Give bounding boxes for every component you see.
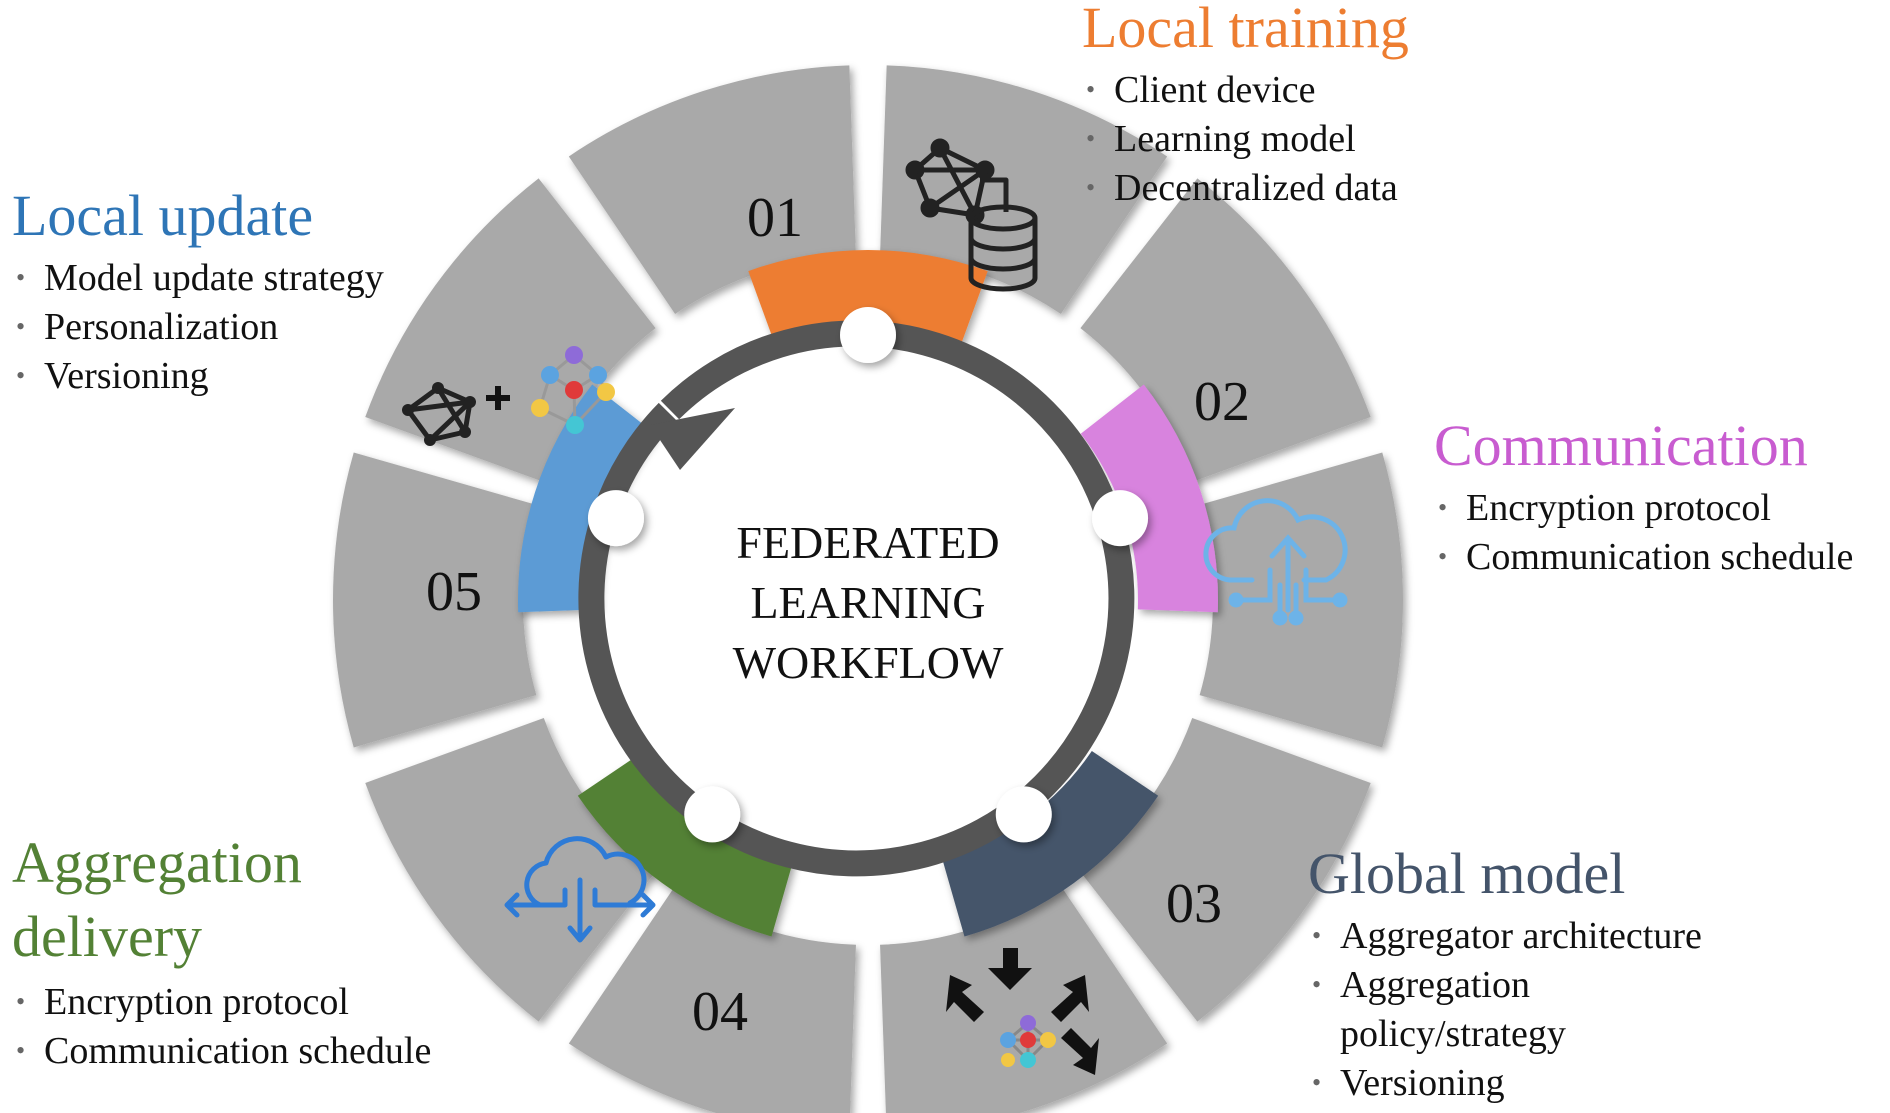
center-title-line-1: FEDERATED [736, 517, 999, 568]
bullet-item: Communication schedule [12, 1026, 431, 1076]
step-2-accent [1080, 384, 1218, 613]
network-plus-network-icon [402, 346, 615, 446]
step-number-02: 02 [1194, 371, 1250, 433]
step-5-accent [517, 384, 656, 613]
bullet-item: Learning model [1082, 114, 1409, 164]
bullet-item: Personalization [12, 302, 384, 352]
bullet-item: Client device [1082, 65, 1409, 115]
bullet-item: Versioning [1308, 1058, 1748, 1108]
step-01-label: Local training Client device Learning mo… [1082, 0, 1409, 213]
cycle-ring [578, 320, 1135, 877]
step-number-05: 05 [426, 561, 482, 623]
aggregate-arrows-network-icon [946, 948, 1099, 1075]
bullet-item: Aggregation policy/strategy [1308, 960, 1610, 1059]
step-02-label: Communication Encryption protocol Commun… [1434, 412, 1853, 582]
step-03-label: Global model Aggregator architecture Agg… [1308, 840, 1748, 1108]
bullet-item: Decentralized data [1082, 163, 1409, 213]
cycle-arrowhead [650, 408, 735, 470]
bullet-item: Model update strategy [12, 253, 384, 303]
step-3-accent [942, 750, 1159, 937]
step-2-petal-2 [1199, 452, 1404, 748]
step-01-title: Local training [1082, 0, 1409, 60]
step-2-petal-1 [1080, 178, 1371, 483]
center-title-line-2: LEARNING [750, 577, 985, 628]
bullet-item: Aggregator architecture [1308, 911, 1748, 961]
step-02-bullets: Encryption protocol Communication schedu… [1434, 483, 1853, 582]
step-05-title: Local update [12, 183, 314, 248]
step-1-accent [748, 249, 988, 347]
step-number-03: 03 [1166, 873, 1222, 935]
step-number-04: 04 [692, 981, 748, 1043]
cloud-distribute-icon [504, 836, 656, 943]
step-5-petal-1 [333, 452, 537, 748]
step-02-title: Communication [1434, 413, 1808, 478]
step-04-bullets: Encryption protocol Communication schedu… [12, 977, 431, 1076]
step-03-title: Global model [1308, 841, 1626, 906]
bullet-item: Communication schedule [1434, 532, 1853, 582]
step-03-bullets: Aggregator architecture Aggregation poli… [1308, 911, 1748, 1108]
bullet-item: Versioning [12, 351, 384, 401]
cloud-upload-circuit-icon [1203, 498, 1348, 626]
step-number-01: 01 [747, 187, 803, 249]
step-4-petal-2 [365, 717, 656, 1022]
center-title-line-3: WORKFLOW [733, 637, 1004, 688]
step-01-bullets: Client device Learning model Decentraliz… [1082, 65, 1409, 213]
step-4-petal-1 [568, 886, 856, 1113]
step-3-ring-node [995, 786, 1052, 843]
step-1-ring-node [840, 307, 896, 363]
step-4-accent [577, 750, 794, 937]
step-2-ring-node [1092, 490, 1149, 547]
bullet-item: Encryption protocol [1434, 483, 1853, 533]
step-5-ring-node [587, 490, 644, 547]
step-05-label: Local update Model update strategy Perso… [12, 182, 384, 401]
step-05-bullets: Model update strategy Personalization Ve… [12, 253, 384, 401]
step-04-label: Aggregation delivery Encryption protocol… [12, 826, 431, 1076]
network-database-icon [905, 138, 1038, 292]
step-4-ring-node [684, 786, 741, 843]
bullet-item: Encryption protocol [12, 977, 431, 1027]
step-3-petal-1 [1080, 717, 1371, 1022]
step-1-petal-1 [568, 65, 856, 314]
step-04-title: Aggregation delivery [12, 830, 302, 970]
